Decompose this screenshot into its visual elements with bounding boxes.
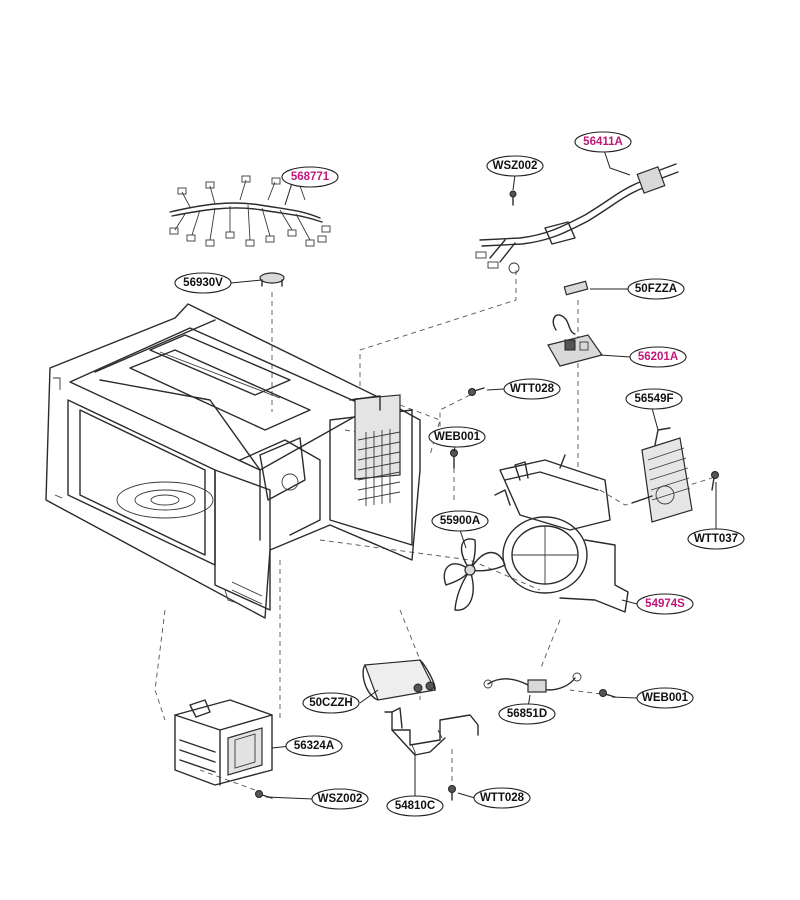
label-56930V: 56930V [174,272,232,294]
screw-part [509,190,517,206]
screw-part [599,689,616,698]
mounting-bracket-part [384,707,479,756]
label-54810C: 54810C [386,795,444,817]
screw-part [448,785,456,801]
label-50FZZA: 50FZZA [627,278,685,300]
label-55900A: 55900A [431,510,489,532]
screw-part [450,449,458,469]
svg-text:568771: 568771 [291,171,330,183]
svg-text:WSZ002: WSZ002 [318,793,363,805]
label-56411A: 56411A [574,131,632,153]
label-56851D: 56851D [498,703,556,725]
label-56549F: 56549F [625,388,683,410]
fan-blade-part [443,538,506,611]
thermal-cutout-part [259,272,285,287]
label-wtt028-low: WTT028 [473,787,531,809]
svg-text:54810C: 54810C [395,800,435,812]
svg-text:56930V: 56930V [183,277,223,289]
label-50CZZH: 50CZZH [302,692,360,714]
oven-cavity-part [45,303,421,619]
diode-part [483,672,582,693]
svg-text:WTT037: WTT037 [694,533,738,545]
svg-text:WSZ002: WSZ002 [493,160,538,172]
svg-text:50CZZH: 50CZZH [309,697,352,709]
label-web001-low: WEB001 [636,687,694,709]
fan-motor-part [631,427,693,523]
label-56324A: 56324A [285,735,343,757]
part-labels: 568771 56411A WSZ002 56930V 50FZZA 56201… [174,131,745,817]
svg-text:56411A: 56411A [583,136,623,148]
svg-text:54974S: 54974S [645,598,685,610]
svg-text:WTT028: WTT028 [480,792,525,804]
label-wtt037: WTT037 [687,528,745,550]
label-web001-mid: WEB001 [428,426,486,448]
svg-text:56324A: 56324A [294,740,334,752]
svg-text:WEB001: WEB001 [434,431,481,443]
label-56201A: 56201A [629,346,687,368]
label-wsz002-low: WSZ002 [311,788,369,810]
svg-text:56201A: 56201A [638,351,678,363]
svg-text:50FZZA: 50FZZA [635,283,677,295]
assembly-guide-lines [154,270,713,791]
svg-text:56549F: 56549F [634,393,673,405]
screw-part [468,387,485,396]
air-duct-part [494,454,629,613]
label-wtt028-mid: WTT028 [503,378,561,400]
label-54974S: 54974S [636,593,694,615]
noise-filter-board-part [547,314,603,367]
svg-text:56851D: 56851D [507,708,547,720]
svg-text:55900A: 55900A [440,515,480,527]
label-568771: 568771 [281,166,339,188]
capacitor-part [362,659,436,701]
magnetron-part [174,699,273,786]
svg-text:WEB001: WEB001 [642,692,689,704]
power-cord-part [475,163,679,274]
fuse-part [563,280,589,296]
svg-text:WTT028: WTT028 [510,383,555,395]
wiring-harness-part [169,175,331,247]
label-wsz002-top: WSZ002 [486,155,544,177]
screw-part [711,471,719,491]
